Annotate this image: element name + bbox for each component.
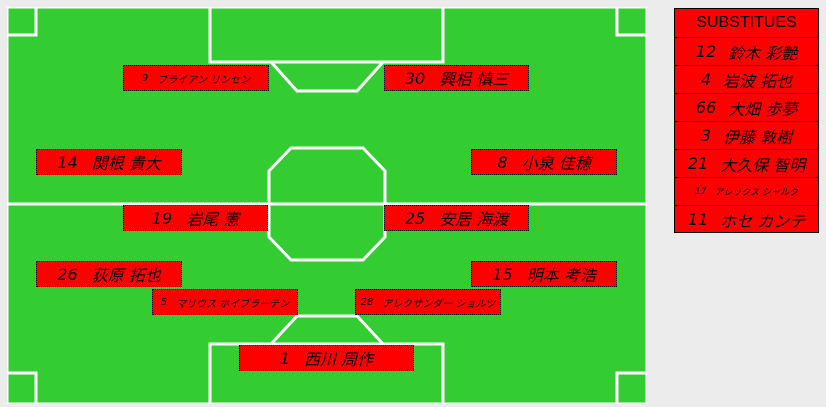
player-number: 14	[57, 152, 78, 172]
substitute-row: 4 岩波 拓也	[675, 66, 818, 94]
substitute-row: 21 大久保 智明	[675, 150, 818, 178]
substitute-number: 3	[700, 126, 712, 145]
substitute-number: 17	[694, 186, 707, 197]
player-name: マリウス ホイブラーテン	[176, 298, 290, 310]
substitute-number: 11	[687, 210, 709, 229]
player-number: 15	[492, 264, 513, 284]
substitute-number: 12	[695, 42, 717, 61]
player-card: 15 明本 考浩	[471, 261, 617, 287]
player-number: 28	[360, 296, 374, 308]
substitute-row: 66 大畑 歩夢	[675, 94, 818, 122]
player-card: 8 小泉 佳穂	[471, 149, 617, 175]
football-pitch	[7, 7, 647, 404]
player-name: 安居 海渡	[439, 210, 509, 229]
substitute-row: 11 ホセ カンテ	[675, 206, 818, 233]
substitute-name: アレックス シャルク	[714, 188, 799, 198]
player-card: 1 西川 周作	[239, 345, 414, 371]
player-card: 19 岩尾 憲	[123, 205, 268, 231]
substitute-number: 66	[695, 98, 717, 117]
substitutes-panel: SUBSTITUES 12 鈴木 彩艶 4 岩波 拓也 66 大畑 歩夢 3 伊藤 敦樹…	[674, 8, 819, 233]
player-name: 関根 貴大	[91, 154, 161, 173]
player-number: 9	[141, 72, 149, 84]
player-number: 19	[151, 208, 173, 228]
substitute-row: 17 アレックス シャルク	[675, 178, 818, 206]
substitute-row: 12 鈴木 彩艶	[675, 38, 818, 66]
substitute-name: 大久保 智明	[720, 155, 806, 175]
player-number: 26	[57, 264, 78, 284]
substitute-number: 21	[687, 154, 709, 173]
player-name: アレクサンダー ショルツ	[382, 298, 496, 310]
player-name: 興梠 慎三	[439, 70, 509, 89]
player-card: 25 安居 海渡	[384, 205, 529, 231]
player-name: 荻原 拓也	[91, 266, 161, 285]
player-name: 明本 考浩	[526, 266, 596, 285]
player-number: 8	[497, 152, 508, 172]
player-name: ブライアン リンセン	[157, 74, 251, 86]
substitute-name: 伊藤 敦樹	[723, 127, 793, 147]
player-card: 30 興梠 慎三	[384, 65, 529, 91]
player-name: 岩尾 憲	[186, 210, 240, 229]
substitute-name: ホセ カンテ	[720, 211, 806, 231]
player-name: 小泉 佳穂	[521, 154, 591, 173]
player-name: 西川 周作	[304, 350, 374, 369]
substitute-name: 大畑 歩夢	[728, 99, 798, 119]
player-number: 30	[404, 68, 426, 88]
substitute-name: 鈴木 彩艶	[728, 43, 798, 63]
substitute-number: 4	[700, 70, 712, 89]
substitute-row: 3 伊藤 敦樹	[675, 122, 818, 150]
player-number: 5	[160, 296, 168, 308]
player-card: 9 ブライアン リンセン	[123, 65, 269, 91]
player-card: 28 アレクサンダー ショルツ	[355, 289, 501, 315]
player-card: 14 関根 貴大	[36, 149, 182, 175]
substitutes-title: SUBSTITUES	[675, 9, 818, 38]
player-number: 1	[279, 348, 291, 368]
player-card: 26 荻原 拓也	[36, 261, 182, 287]
player-number: 25	[404, 208, 426, 228]
substitute-name: 岩波 拓也	[723, 71, 793, 91]
player-card: 5 マリウス ホイブラーテン	[152, 289, 298, 315]
